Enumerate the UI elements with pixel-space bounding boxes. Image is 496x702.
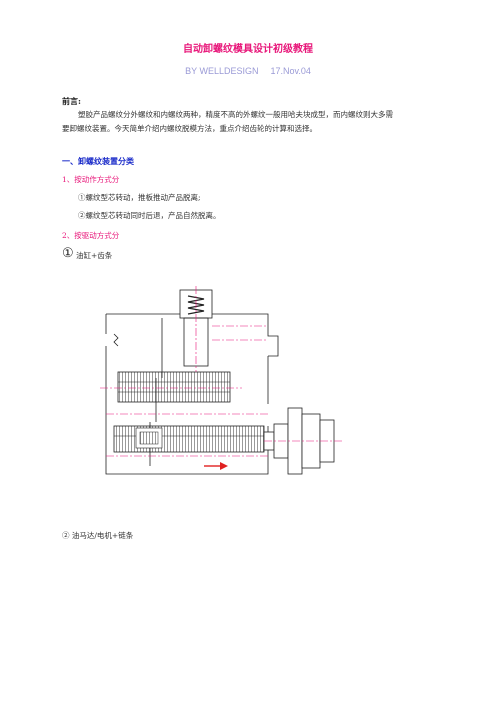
movement-arrow xyxy=(204,462,228,470)
section-1-heading: 一、卸螺纹装置分类 xyxy=(62,156,134,166)
circled-number-one: ① xyxy=(62,246,74,261)
preface-heading: 前言: xyxy=(62,96,81,106)
spring-housing xyxy=(179,289,213,319)
centerlines xyxy=(100,286,268,457)
byline: BY WELLDESIGN 17.Nov.04 xyxy=(0,66,496,76)
preface-line-2: 要卸螺纹装置。今天简单介绍内螺纹脱模方法，重点介绍齿轮的计算和选择。 xyxy=(62,124,317,133)
upper-gear xyxy=(117,371,231,403)
subsection-by-action: 1、按动作方式分 xyxy=(62,175,120,184)
list-item: ②螺纹型芯转动同时后退，产品自然脱离。 xyxy=(78,211,221,220)
author: BY WELLDESIGN xyxy=(185,66,259,76)
list-item: ② 油马达/电机+链条 xyxy=(62,531,134,540)
list-item: ①螺纹型芯转动，推板推动产品脱离; xyxy=(78,193,201,202)
date: 17.Nov.04 xyxy=(270,66,311,76)
mechanism-drawing xyxy=(100,286,342,475)
document-title: 自动卸螺纹模具设计初级教程 xyxy=(183,44,313,55)
list-item: 油缸+齿条 xyxy=(76,251,113,260)
preface-line-1: 塑胶产品螺纹分外螺纹和内螺纹两种，精度不高的外螺纹一般用哈夫块成型，而内螺纹则大… xyxy=(78,110,393,119)
hydraulic-cylinder xyxy=(263,407,342,475)
subsection-by-drive: 2、按驱动方式分 xyxy=(62,231,120,240)
lower-gear-rack xyxy=(113,425,265,453)
